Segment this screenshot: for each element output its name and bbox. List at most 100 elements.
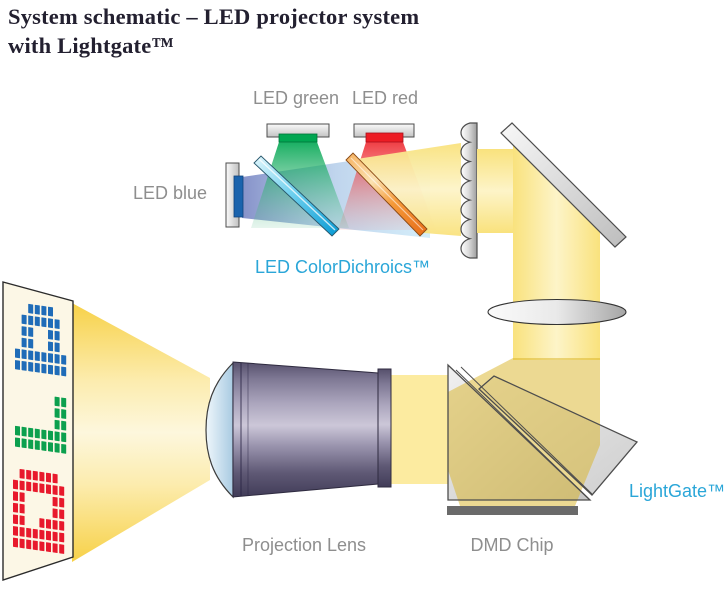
screen-pixel	[28, 327, 34, 337]
screen-pixel	[39, 471, 45, 482]
screen-pixel	[19, 492, 25, 502]
screen-pixel	[15, 425, 20, 436]
screen-pixel	[48, 341, 53, 352]
screen-pixel	[61, 397, 67, 408]
screen-pixel	[41, 441, 47, 451]
screen-pixel	[39, 541, 45, 552]
screen-pixel	[15, 360, 20, 370]
screen-pixel	[52, 473, 58, 484]
screen-pixel	[13, 502, 18, 513]
screen-pixel	[28, 303, 34, 314]
screen-pixel	[41, 363, 47, 374]
screen-letter-L	[15, 396, 67, 454]
orange-dichroic-mirror	[345, 152, 428, 237]
lightgate-gap-line-2	[460, 366, 593, 495]
screen-pixel	[59, 532, 65, 543]
screen-letter-P	[15, 303, 67, 377]
screen-pixel	[15, 437, 20, 448]
screen-pixel	[21, 426, 27, 437]
screen-pixel	[32, 482, 38, 493]
screen-pixel	[59, 497, 65, 508]
screen-pixel	[48, 364, 53, 375]
screen-pixel	[61, 354, 67, 365]
lens-front-element	[205, 361, 234, 499]
screen-pixel	[21, 349, 27, 360]
screen-pixel	[34, 304, 40, 315]
screen-pixel	[13, 491, 18, 502]
screen-pixel	[61, 366, 67, 377]
screen-pixel	[26, 481, 32, 492]
dmd-chip-bar	[447, 506, 578, 515]
screen-pixel	[28, 315, 34, 326]
screen-pixel	[19, 515, 25, 526]
red-led	[353, 123, 415, 143]
screen-pixel	[13, 514, 18, 525]
yellow-beam-to-integrator	[350, 143, 461, 236]
screen-pixel	[52, 520, 58, 530]
screen-pixel	[41, 352, 47, 362]
lightgate-gap-line-1	[455, 369, 589, 499]
screen-pixel	[13, 526, 18, 536]
screen-pixel	[39, 518, 45, 528]
label-projection-lens: Projection Lens	[242, 535, 366, 555]
screen-pixel	[54, 419, 60, 430]
screen-pixel	[28, 361, 34, 372]
screen-pixel	[54, 396, 60, 407]
screen-pixel	[48, 329, 53, 340]
screen-pixel	[59, 509, 65, 520]
lens-barrel-cap	[377, 368, 392, 488]
screen-pixel	[15, 348, 20, 359]
screen-pixel	[28, 439, 34, 450]
screen-pixel	[39, 483, 45, 494]
screen-pixel	[52, 496, 58, 507]
projection-light-cone	[72, 303, 210, 562]
screen-pixel	[19, 503, 25, 514]
screen-pixel	[19, 480, 25, 491]
title-line-2: with Lightgate™	[8, 33, 175, 59]
red-led-emitter	[365, 132, 404, 143]
screen-pixel	[52, 531, 58, 542]
title-line-1: System schematic – LED projector system	[8, 4, 420, 29]
cyan-dichroic-mirror	[253, 155, 340, 237]
screen-pixel	[28, 350, 34, 361]
fold-mirror	[500, 122, 627, 248]
screen-pixel	[21, 326, 27, 336]
screen-pixel	[19, 468, 25, 479]
screen-pixel	[32, 540, 38, 551]
screen-pixel	[61, 420, 67, 431]
screen-pixel	[19, 538, 25, 549]
screen-pixel	[21, 438, 27, 449]
screen-pixel	[54, 342, 60, 353]
screen-pixel	[48, 430, 53, 441]
screen-pixel	[34, 351, 40, 362]
screen-pixel	[26, 539, 32, 550]
screen-pixel	[48, 353, 53, 363]
screen-pixel	[48, 318, 53, 329]
label-led-green: LED green	[253, 88, 339, 108]
label-lightgate: LightGate™	[629, 481, 725, 501]
blue-led-emitter	[233, 175, 244, 218]
label-led-blue: LED blue	[133, 183, 207, 203]
screen-pixel	[21, 337, 27, 348]
label-led-red: LED red	[352, 88, 418, 108]
screen-pixel	[34, 316, 40, 327]
lens-barrel-body	[232, 361, 379, 498]
screen-pixel	[61, 443, 67, 454]
screen-pixel	[28, 338, 34, 349]
screen-pixel	[54, 365, 60, 376]
screen-pixel	[59, 544, 65, 554]
screen-pixel	[54, 408, 60, 419]
screen-pixel	[41, 317, 47, 328]
condenser-lens	[487, 298, 627, 326]
prism-upper-outline	[478, 375, 639, 496]
screen-pixel	[39, 529, 45, 540]
screen-pixel	[34, 362, 40, 373]
screen-pixel	[34, 440, 40, 451]
screen-pixel	[26, 527, 32, 538]
screen-pixel	[32, 528, 38, 539]
green-led	[266, 123, 330, 143]
screen-pixel	[52, 543, 58, 554]
label-dmd-chip: DMD Chip	[470, 535, 553, 555]
